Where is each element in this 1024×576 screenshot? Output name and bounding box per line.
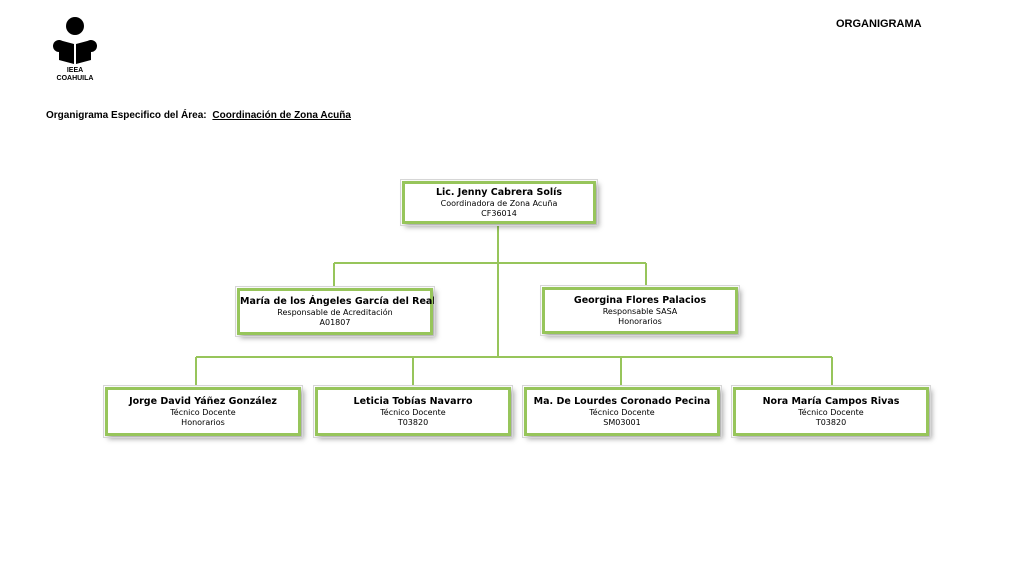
org-node-level2-1: María de los Ángeles García del Real Res…: [235, 286, 436, 337]
node-role: Responsable SASA: [602, 306, 678, 316]
node-role: Técnico Docente: [170, 407, 236, 417]
logo-line-2: COAHUILA: [56, 75, 94, 82]
node-code: T03820: [815, 417, 847, 427]
node-role: Responsable de Acreditación: [277, 307, 393, 317]
node-role: Técnico Docente: [798, 407, 864, 417]
area-prefix: Organigrama Especifico del Área:: [46, 110, 207, 121]
reader-icon: [53, 17, 97, 64]
node-name: Leticia Tobías Navarro: [353, 395, 473, 407]
node-role: Coordinadora de Zona Acuña: [440, 198, 558, 208]
node-code: Honorarios: [618, 316, 662, 326]
node-role: Técnico Docente: [380, 407, 446, 417]
node-name: Ma. De Lourdes Coronado Pecina: [533, 395, 711, 407]
node-code: CF36014: [481, 208, 517, 218]
node-name: Georgina Flores Palacios: [573, 294, 707, 306]
org-node-root: Lic. Jenny Cabrera Solís Coordinadora de…: [400, 179, 598, 226]
node-code: A01807: [319, 317, 351, 327]
org-node-level2-2: Georgina Flores Palacios Responsable SAS…: [540, 285, 740, 336]
node-name: Nora María Campos Rivas: [762, 395, 900, 407]
node-name: Lic. Jenny Cabrera Solís: [435, 186, 563, 198]
node-role: Técnico Docente: [589, 407, 655, 417]
node-code: T03820: [397, 417, 429, 427]
node-name: Jorge David Yáñez González: [129, 395, 277, 407]
ieea-logo: IEEA COAHUILA: [50, 16, 100, 86]
node-code: Honorarios: [181, 417, 225, 427]
area-title: Organigrama Especifico del Área: Coordin…: [46, 110, 351, 121]
logo-text: IEEA COAHUILA: [50, 67, 100, 83]
node-code: SM03001: [603, 417, 641, 427]
logo-line-1: IEEA: [66, 67, 84, 74]
page-heading: ORGANIGRAMA: [836, 18, 922, 30]
org-node-level3-2: Leticia Tobías Navarro Técnico Docente T…: [313, 385, 513, 438]
org-node-level3-3: Ma. De Lourdes Coronado Pecina Técnico D…: [522, 385, 722, 438]
node-name: María de los Ángeles García del Real: [240, 295, 436, 307]
org-node-level3-1: Jorge David Yáñez González Técnico Docen…: [103, 385, 303, 438]
area-name: Coordinación de Zona Acuña: [212, 110, 351, 121]
org-node-level3-4: Nora María Campos Rivas Técnico Docente …: [731, 385, 931, 438]
